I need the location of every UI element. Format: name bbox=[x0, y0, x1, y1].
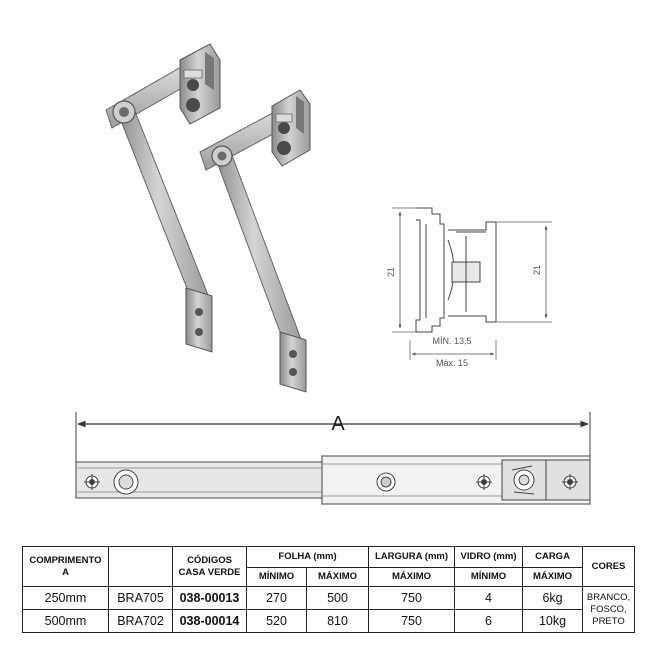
cell-largura-max: 750 bbox=[368, 609, 456, 633]
length-label: A bbox=[331, 413, 345, 435]
spec-table: COMPRIMENTO A CÓDIGOS CASA VERDE FOLHA (… bbox=[22, 546, 636, 633]
table-row: 250mm BRA705 038-00013 270 500 750 4 6kg… bbox=[22, 586, 636, 633]
header-folha-min: MÍNIMO bbox=[246, 567, 307, 587]
product-drawing: 21 21 MÍN. 13,5 Máx. 15 A bbox=[75, 43, 591, 505]
cell-comprimento: 250mm bbox=[22, 586, 109, 610]
header-codigos-label: CÓDIGOS bbox=[187, 554, 232, 566]
header-row-1: COMPRIMENTO A CÓDIGOS CASA VERDE FOLHA (… bbox=[22, 546, 636, 587]
header-ref-empty bbox=[108, 546, 173, 587]
cores-item: BRANCO, bbox=[586, 591, 631, 603]
cell-codigo: 038-00014 bbox=[172, 609, 247, 633]
cell-vidro-min: 4 bbox=[454, 586, 524, 610]
cell-cores: BRANCO, FOSCO, PRETO bbox=[582, 586, 636, 633]
cell-largura-max: 750 bbox=[368, 586, 456, 610]
cell-vidro-min: 6 bbox=[454, 609, 524, 633]
header-folha-max: MÁXIMO bbox=[305, 567, 370, 587]
cell-folha-max: 810 bbox=[305, 609, 370, 633]
cores-item: PRETO bbox=[592, 615, 625, 627]
header-comprimento: COMPRIMENTO A bbox=[22, 546, 109, 587]
header-vidro-min: MÍNIMO bbox=[454, 567, 524, 587]
height-dim-right: 21 bbox=[532, 265, 542, 275]
cell-folha-min: 520 bbox=[246, 609, 307, 633]
header-comprimento-label: COMPRIMENTO bbox=[29, 554, 102, 566]
cell-folha-max: 500 bbox=[305, 586, 370, 610]
header-folha: FOLHA (mm) bbox=[245, 546, 370, 568]
header-codigos: CÓDIGOS CASA VERDE bbox=[172, 546, 247, 587]
brace-top-view bbox=[75, 455, 591, 505]
cell-codigo: 038-00013 bbox=[172, 586, 247, 610]
header-cores: CORES bbox=[582, 546, 636, 587]
header-vidro: VIDRO (mm) bbox=[454, 546, 524, 568]
cell-ref: BRA705 bbox=[108, 586, 173, 610]
header-comprimento-sub: A bbox=[62, 566, 69, 578]
header-codigos-sub: CASA VERDE bbox=[178, 566, 241, 578]
table-row: 500mm BRA702 038-00014 520 810 750 6 10k… bbox=[22, 609, 635, 633]
header-carga: CARGA bbox=[522, 546, 584, 568]
header-largura-max: MÁXIMO bbox=[368, 567, 456, 587]
height-dim-left: 21 bbox=[386, 267, 396, 277]
header-largura: LARGURA (mm) bbox=[368, 546, 456, 568]
cores-item: FOSCO, bbox=[590, 603, 627, 615]
cell-ref: BRA702 bbox=[108, 609, 173, 633]
side-profile-drawing bbox=[392, 207, 552, 360]
max-dimension-label: Máx. 15 bbox=[436, 358, 468, 368]
cell-carga-max: 6kg bbox=[522, 586, 584, 610]
header-row-2: MÍNIMO MÁXIMO MÁXIMO MÍNIMO MÁXIMO bbox=[23, 567, 635, 587]
cell-folha-min: 270 bbox=[246, 586, 307, 610]
cell-carga-max: 10kg bbox=[522, 609, 584, 633]
brace-render-right bbox=[199, 89, 311, 393]
cell-comprimento: 500mm bbox=[22, 609, 109, 633]
min-dimension-label: MÍN. 13,5 bbox=[432, 336, 471, 346]
header-carga-max: MÁXIMO bbox=[522, 567, 584, 587]
brace-render-left bbox=[105, 43, 221, 353]
